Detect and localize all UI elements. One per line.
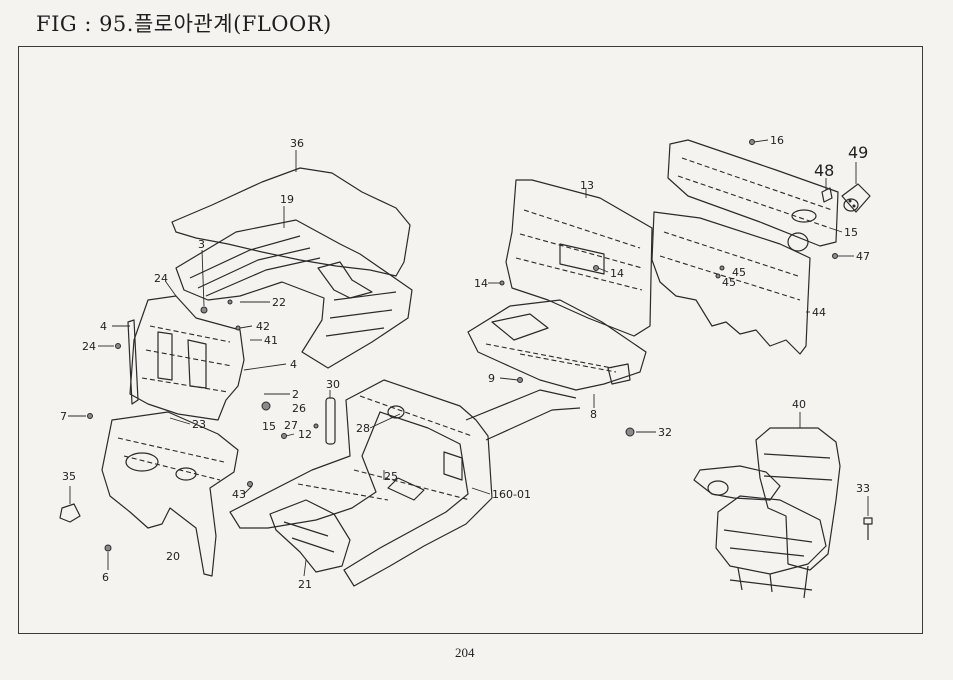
label-33: 33 xyxy=(856,482,870,495)
label-40: 40 xyxy=(792,398,806,411)
label-15a: 15 xyxy=(262,420,276,433)
label-14a: 14 xyxy=(474,277,488,290)
lower-rear-panel-44[interactable] xyxy=(651,211,811,355)
label-32: 32 xyxy=(658,426,672,439)
bolt-33[interactable] xyxy=(863,517,873,540)
label-24a: 24 xyxy=(154,272,168,285)
label-160-01: 160-01 xyxy=(492,488,531,501)
label-15b: 15 xyxy=(844,226,858,239)
label-48: 48 xyxy=(814,161,834,180)
seat-40[interactable] xyxy=(693,427,841,599)
label-12: 12 xyxy=(298,428,312,441)
label-22: 22 xyxy=(272,296,286,309)
bracket-21[interactable] xyxy=(269,499,351,573)
part-labels: 36 19 3 24 22 42 4 24 41 4 2 26 7 23 15 … xyxy=(60,134,870,591)
label-35: 35 xyxy=(62,470,76,483)
label-36: 36 xyxy=(290,137,304,150)
label-2: 2 xyxy=(292,388,299,401)
label-47: 47 xyxy=(856,250,870,263)
label-49: 49 xyxy=(848,143,868,162)
label-30: 30 xyxy=(326,378,340,391)
label-6: 6 xyxy=(102,571,109,584)
part-48[interactable] xyxy=(821,187,833,203)
cab-side-panel-left[interactable] xyxy=(127,295,245,421)
label-13: 13 xyxy=(580,179,594,192)
label-3: 3 xyxy=(198,238,205,251)
label-7: 7 xyxy=(60,410,67,423)
label-26: 26 xyxy=(292,402,306,415)
label-24b: 24 xyxy=(82,340,96,353)
label-23: 23 xyxy=(192,418,206,431)
label-27: 27 xyxy=(284,419,298,432)
page-number: 204 xyxy=(455,645,475,660)
label-45a: 45 xyxy=(732,266,746,279)
label-21: 21 xyxy=(298,578,312,591)
label-16: 16 xyxy=(770,134,784,147)
label-42: 42 xyxy=(256,320,270,333)
label-25: 25 xyxy=(384,470,398,483)
label-19: 19 xyxy=(280,193,294,206)
floor-panel-19[interactable] xyxy=(175,219,413,369)
label-4b: 4 xyxy=(290,358,297,371)
label-41: 41 xyxy=(264,334,278,347)
label-20: 20 xyxy=(166,550,180,563)
label-45b: 45 xyxy=(722,276,736,289)
label-4a: 4 xyxy=(100,320,107,333)
diagram-frame xyxy=(18,46,923,634)
rear-panel-16[interactable] xyxy=(667,139,839,252)
label-9: 9 xyxy=(488,372,495,385)
cowl-panel-20[interactable] xyxy=(101,411,239,577)
part-49[interactable] xyxy=(841,183,871,213)
label-28: 28 xyxy=(356,422,370,435)
page-title: FIG : 95.플로아관계(FLOOR) xyxy=(36,12,332,36)
label-8: 8 xyxy=(590,408,597,421)
label-14b: 14 xyxy=(610,267,624,280)
floor-mat-36[interactable] xyxy=(171,167,411,277)
part-30[interactable] xyxy=(325,390,336,445)
label-44: 44 xyxy=(812,306,826,319)
main-frame-160-01[interactable] xyxy=(229,379,581,587)
part-35[interactable] xyxy=(59,503,81,523)
back-panel-13[interactable] xyxy=(505,179,653,337)
fasteners xyxy=(87,139,838,552)
leader-lines xyxy=(68,139,869,577)
label-43: 43 xyxy=(232,488,246,501)
